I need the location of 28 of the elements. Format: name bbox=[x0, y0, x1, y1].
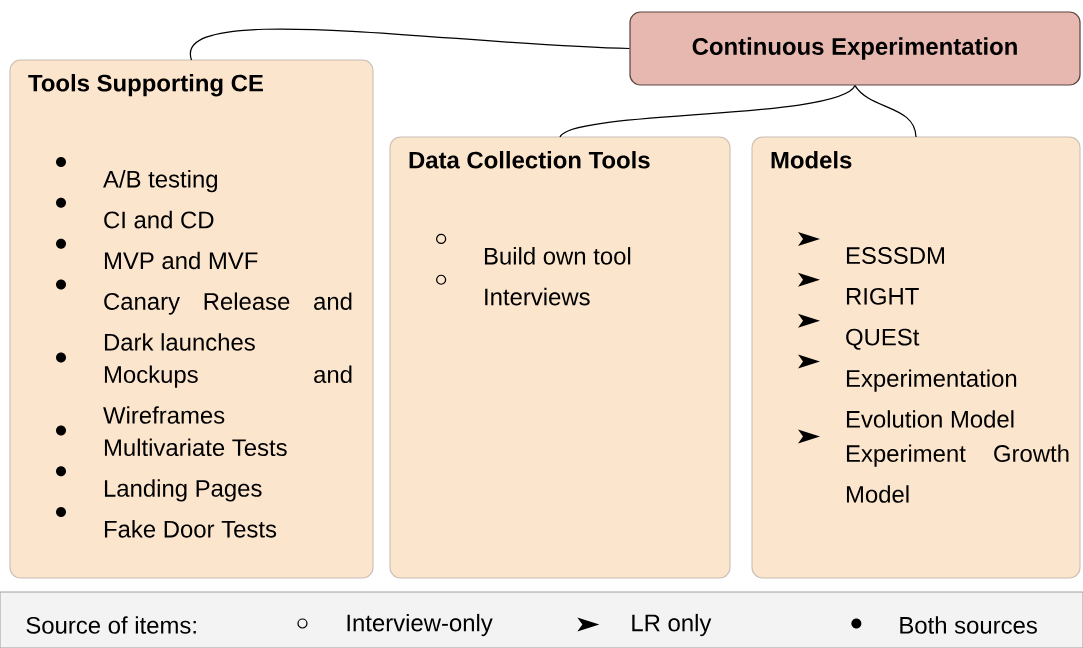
list-item: Interviews bbox=[436, 274, 590, 306]
list-item: ESSSDM bbox=[798, 232, 944, 264]
list-item: Mockups and Wireframes bbox=[56, 352, 352, 424]
legend-text: Interview-only bbox=[347, 613, 493, 637]
list-item: MVP and MVF bbox=[56, 238, 258, 270]
category-box bbox=[751, 136, 1081, 579]
list-item: Experiment Growth Model bbox=[798, 429, 1069, 503]
list-item: QUESt bbox=[798, 313, 920, 350]
connector-curve bbox=[559, 85, 856, 138]
box-heading: Tools Supporting CE bbox=[28, 74, 263, 97]
box-heading: Models bbox=[771, 151, 852, 169]
list-item: CI and CD bbox=[56, 197, 214, 229]
list-item: RIGHT bbox=[798, 272, 919, 305]
legend-text: LR only bbox=[632, 613, 712, 637]
title-box: Continuous Experimentation bbox=[629, 11, 1081, 86]
legend-text: Both sources bbox=[900, 616, 1037, 634]
connector-curve bbox=[190, 28, 630, 61]
list-item: Multivariate Tests bbox=[56, 425, 287, 457]
list-item: A/B testing bbox=[56, 157, 217, 193]
list-item: Fake Door Tests bbox=[56, 507, 277, 538]
list-item: Landing Pages bbox=[56, 466, 262, 502]
list-item: Build own tool bbox=[436, 233, 631, 265]
category-box bbox=[389, 136, 731, 579]
legend-title: Source of items: bbox=[26, 616, 196, 634]
category-box bbox=[9, 59, 374, 579]
box-heading: Data Collection Tools bbox=[409, 151, 650, 169]
connector-curve bbox=[854, 85, 917, 138]
list-item: Experimentation Evolution Model bbox=[798, 354, 1017, 428]
